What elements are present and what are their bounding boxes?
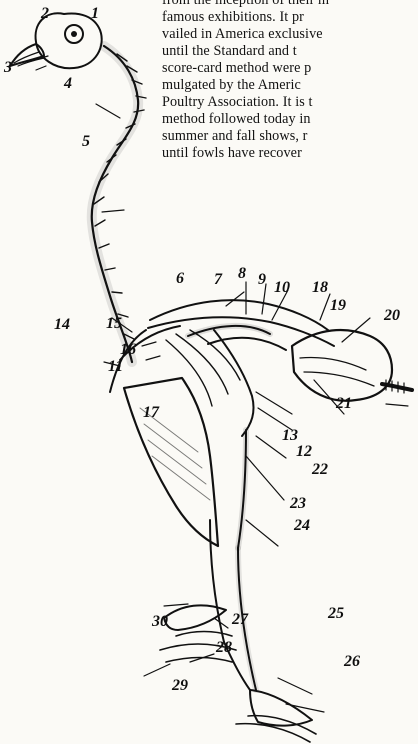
text-line: from the inception of their m: [162, 0, 418, 9]
text-line: until fowls have recover: [162, 145, 418, 162]
text-line: mulgated by the Americ: [162, 77, 418, 94]
callout-19: 19: [330, 298, 346, 314]
femur-outline: [238, 430, 246, 548]
beak-lines: [14, 52, 44, 66]
callout-7: 7: [214, 272, 222, 288]
callout-23: 23: [290, 496, 306, 512]
foot-left: [164, 605, 226, 630]
toes-right: [236, 716, 316, 742]
pelvis-detail: [300, 358, 374, 387]
text-excerpt: from the inception of their m famous exh…: [162, 0, 418, 162]
callout-25: 25: [328, 606, 344, 622]
scapula-lower: [148, 317, 334, 346]
text-line: summer and fall shows, r: [162, 128, 418, 145]
callout-26: 26: [344, 654, 360, 670]
text-line: famous exhibitions. It pr: [162, 9, 418, 26]
rib-cage: [214, 330, 254, 436]
tail-vertebrae: [382, 384, 412, 390]
callout-27: 27: [232, 612, 248, 628]
callout-21: 21: [336, 396, 352, 412]
callout-15: 15: [106, 316, 122, 332]
scapula: [150, 300, 328, 330]
text-line: method followed today in: [162, 111, 418, 128]
wing-humerus-outline: [188, 326, 270, 336]
text-line: score-card method were p: [162, 60, 418, 77]
callout-1: 1: [91, 6, 99, 22]
eye-orbit: [65, 25, 83, 43]
text-line: Poultry Association. It is t: [162, 94, 418, 111]
callout-2: 2: [41, 6, 49, 22]
pelvis: [292, 330, 392, 401]
femur: [238, 430, 246, 548]
callout-22: 22: [312, 462, 328, 478]
rib-lines: [166, 330, 240, 406]
callout-11: 11: [108, 359, 123, 375]
tail-lines: [386, 380, 404, 393]
sternum: [124, 378, 218, 546]
callout-18: 18: [312, 280, 328, 296]
callout-9: 9: [258, 272, 266, 288]
callout-10: 10: [274, 280, 290, 296]
text-line: until the Standard and t: [162, 43, 418, 60]
callout-4: 4: [64, 76, 72, 92]
callout-16: 16: [120, 342, 136, 358]
callout-13: 13: [282, 428, 298, 444]
callout-5: 5: [82, 134, 90, 150]
beak: [10, 44, 44, 66]
callout-12: 12: [296, 444, 312, 460]
callout-24: 24: [294, 518, 310, 534]
wing-humerus: [188, 326, 270, 336]
neck-vertebrae: [94, 54, 146, 339]
callout-3: 3: [4, 60, 12, 76]
foot-right: [250, 690, 312, 726]
callout-17: 17: [143, 405, 159, 421]
leg-2: [210, 520, 224, 642]
callout-20: 20: [384, 308, 400, 324]
callout-14: 14: [54, 317, 70, 333]
callout-28: 28: [216, 640, 232, 656]
text-line: vailed in America exclusive: [162, 26, 418, 43]
callout-8: 8: [238, 266, 246, 282]
callout-6: 6: [176, 271, 184, 287]
wing-radius-ulna: [208, 338, 286, 350]
sternum-hatch: [140, 408, 210, 500]
callout-29: 29: [172, 678, 188, 694]
callout-30: 30: [152, 614, 168, 630]
eye-hole: [71, 31, 77, 37]
